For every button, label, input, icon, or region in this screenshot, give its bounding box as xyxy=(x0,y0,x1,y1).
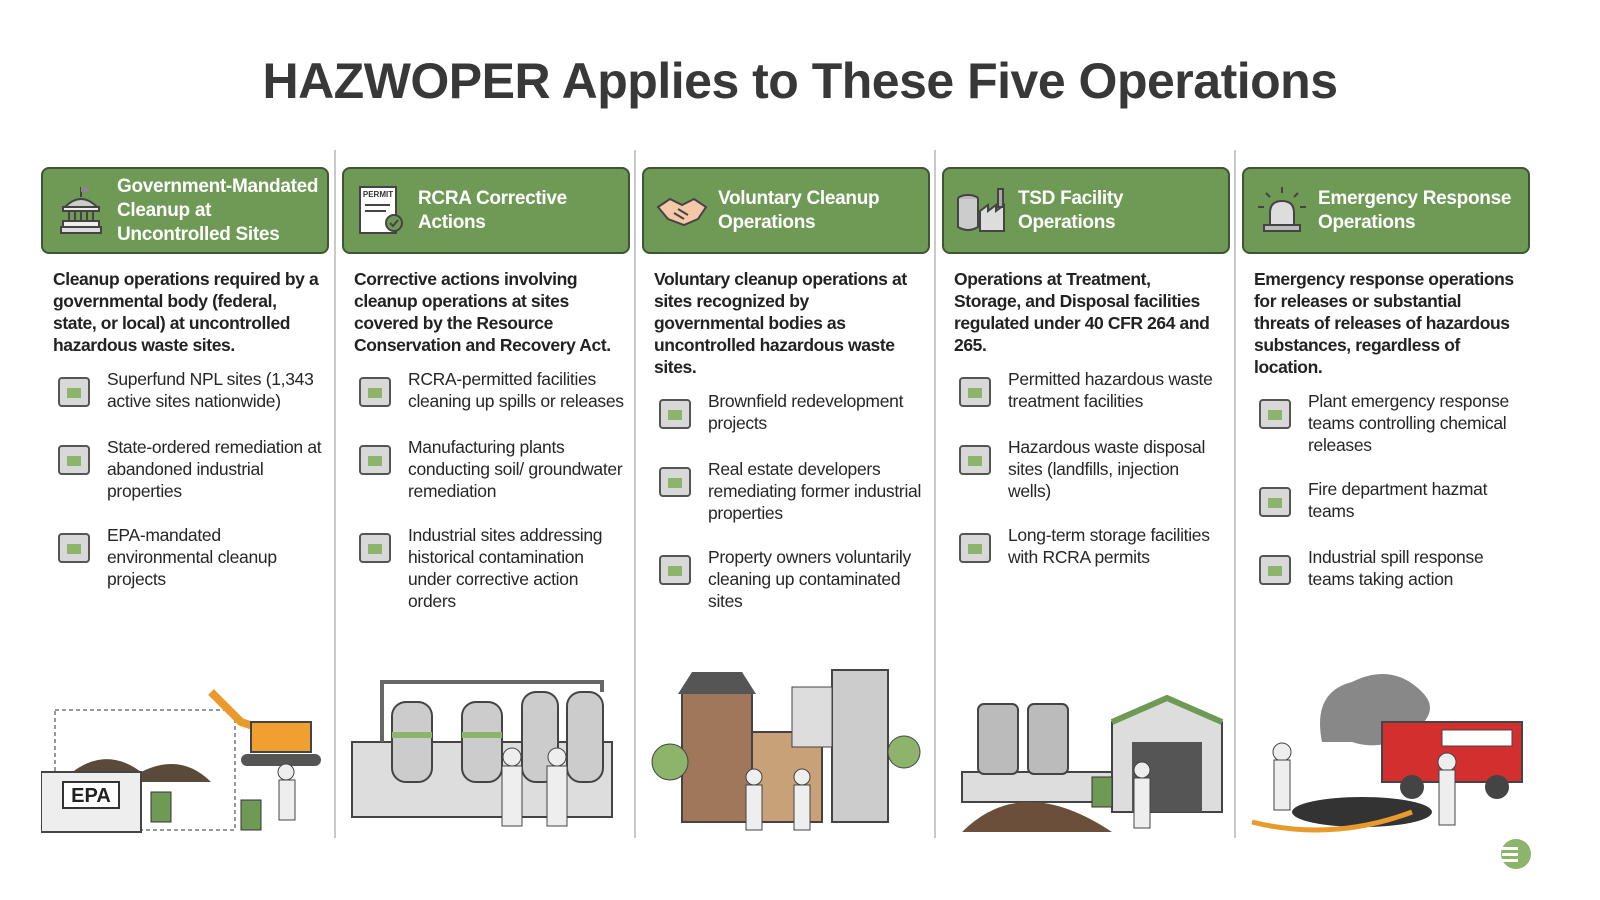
operation-column: Government-Mandated Cleanup at Uncontrol… xyxy=(40,167,329,837)
operation-column: TSD Facility Operations Operations at Tr… xyxy=(942,167,1230,837)
lightning-icon xyxy=(1252,546,1298,592)
column-header: PERMIT RCRA Corrective Actions xyxy=(342,167,630,254)
list-item: Industrial spill response teams taking a… xyxy=(1252,546,1524,592)
item-text: Property owners voluntarily cleaning up … xyxy=(708,547,911,611)
drill-rig-icon xyxy=(352,436,398,482)
operation-column: Emergency Response Operations Emergency … xyxy=(1242,167,1530,837)
column-header: Emergency Response Operations xyxy=(1242,167,1530,254)
building-icon xyxy=(652,458,698,504)
column-illustration xyxy=(642,662,930,837)
column-title: Government-Mandated Cleanup at Uncontrol… xyxy=(117,175,319,245)
list-item: Long-term storage facilities with RCRA p… xyxy=(952,524,1224,570)
column-divider xyxy=(934,150,936,838)
column-title: RCRA Corrective Actions xyxy=(418,187,567,233)
column-illustration xyxy=(942,662,1230,837)
house-icon xyxy=(51,368,97,414)
list-item: Hazardous waste disposal sites (landfill… xyxy=(952,436,1224,502)
item-text: RCRA-permitted facilities cleaning up sp… xyxy=(408,369,624,411)
item-text: State-ordered remediation at abandoned i… xyxy=(107,437,322,501)
item-text: Manufacturing plants conducting soil/ gr… xyxy=(408,437,623,501)
list-item: EPA-mandated environmental cleanup proje… xyxy=(51,524,323,590)
item-text: Superfund NPL sites (1,343 active sites … xyxy=(107,369,314,411)
operation-column: PERMIT RCRA Corrective Actions Correctiv… xyxy=(342,167,630,837)
column-title: TSD Facility Operations xyxy=(1018,187,1124,233)
column-illustration: EPA xyxy=(40,662,329,837)
column-header: Voluntary Cleanup Operations xyxy=(642,167,930,254)
brand-logo-icon xyxy=(1501,839,1531,869)
list-item: Brownfield redevelopment projects xyxy=(652,390,924,436)
factory-icon xyxy=(51,436,97,482)
page-title: HAZWOPER Applies to These Five Operation… xyxy=(262,53,1338,109)
item-text: Brownfield redevelopment projects xyxy=(708,391,904,433)
column-illustration xyxy=(1242,662,1530,837)
item-text: Real estate developers remediating forme… xyxy=(708,459,922,523)
header-icon xyxy=(654,183,710,239)
column-description: Emergency response operations for releas… xyxy=(1254,269,1514,377)
item-text: Plant emergency response teams controlli… xyxy=(1308,391,1509,455)
column-illustration xyxy=(342,662,630,837)
list-item: Fire department hazmat teams xyxy=(1252,478,1524,524)
list-item: Real estate developers remediating forme… xyxy=(652,458,924,524)
svg-text:PERMIT: PERMIT xyxy=(363,190,393,199)
list-item: Industrial sites addressing historical c… xyxy=(352,524,624,612)
header-icon xyxy=(1254,183,1310,239)
list-item: State-ordered remediation at abandoned i… xyxy=(51,436,323,502)
column-header: TSD Facility Operations xyxy=(942,167,1230,254)
list-item: Superfund NPL sites (1,343 active sites … xyxy=(51,368,323,414)
sprout-icon xyxy=(652,546,698,592)
test-tube-icon xyxy=(352,368,398,414)
column-description: Voluntary cleanup operations at sites re… xyxy=(654,269,907,377)
item-text: Industrial spill response teams taking a… xyxy=(1308,547,1484,589)
storage-box-icon xyxy=(952,524,998,570)
item-text: Hazardous waste disposal sites (landfill… xyxy=(1008,437,1206,501)
item-text: Industrial sites addressing historical c… xyxy=(408,525,603,611)
header-icon xyxy=(954,183,1010,239)
header-icon xyxy=(53,183,109,239)
list-item: Manufacturing plants conducting soil/ gr… xyxy=(352,436,624,502)
operation-column: Voluntary Cleanup Operations Voluntary c… xyxy=(642,167,930,837)
warning-icon xyxy=(51,524,97,570)
barrel-icon xyxy=(952,368,998,414)
header-icon: PERMIT xyxy=(354,183,410,239)
column-title: Voluntary Cleanup Operations xyxy=(718,187,880,233)
item-text: Long-term storage facilities with RCRA p… xyxy=(1008,525,1210,567)
item-text: Fire department hazmat teams xyxy=(1308,479,1488,521)
list-item: Permitted hazardous waste treatment faci… xyxy=(952,368,1224,414)
brownfield-icon xyxy=(652,390,698,436)
list-item: Property owners voluntarily cleaning up … xyxy=(652,546,924,612)
item-text: Permitted hazardous waste treatment faci… xyxy=(1008,369,1213,411)
trash-can-icon xyxy=(952,436,998,482)
clipboard-icon xyxy=(352,524,398,570)
fire-truck-icon xyxy=(1252,478,1298,524)
column-divider xyxy=(1234,150,1236,838)
column-description: Corrective actions involving cleanup ope… xyxy=(354,269,611,355)
svg-text:EPA: EPA xyxy=(71,785,111,807)
column-title: Emergency Response Operations xyxy=(1318,187,1512,233)
column-divider xyxy=(634,150,636,838)
column-header: Government-Mandated Cleanup at Uncontrol… xyxy=(41,167,329,254)
column-description: Operations at Treatment, Storage, and Di… xyxy=(954,269,1210,355)
column-divider xyxy=(334,150,336,838)
column-description: Cleanup operations required by a governm… xyxy=(53,269,319,355)
list-item: Plant emergency response teams controlli… xyxy=(1252,390,1524,456)
alarm-light-icon xyxy=(1252,390,1298,436)
item-text: EPA-mandated environmental cleanup proje… xyxy=(107,525,277,589)
list-item: RCRA-permitted facilities cleaning up sp… xyxy=(352,368,624,414)
